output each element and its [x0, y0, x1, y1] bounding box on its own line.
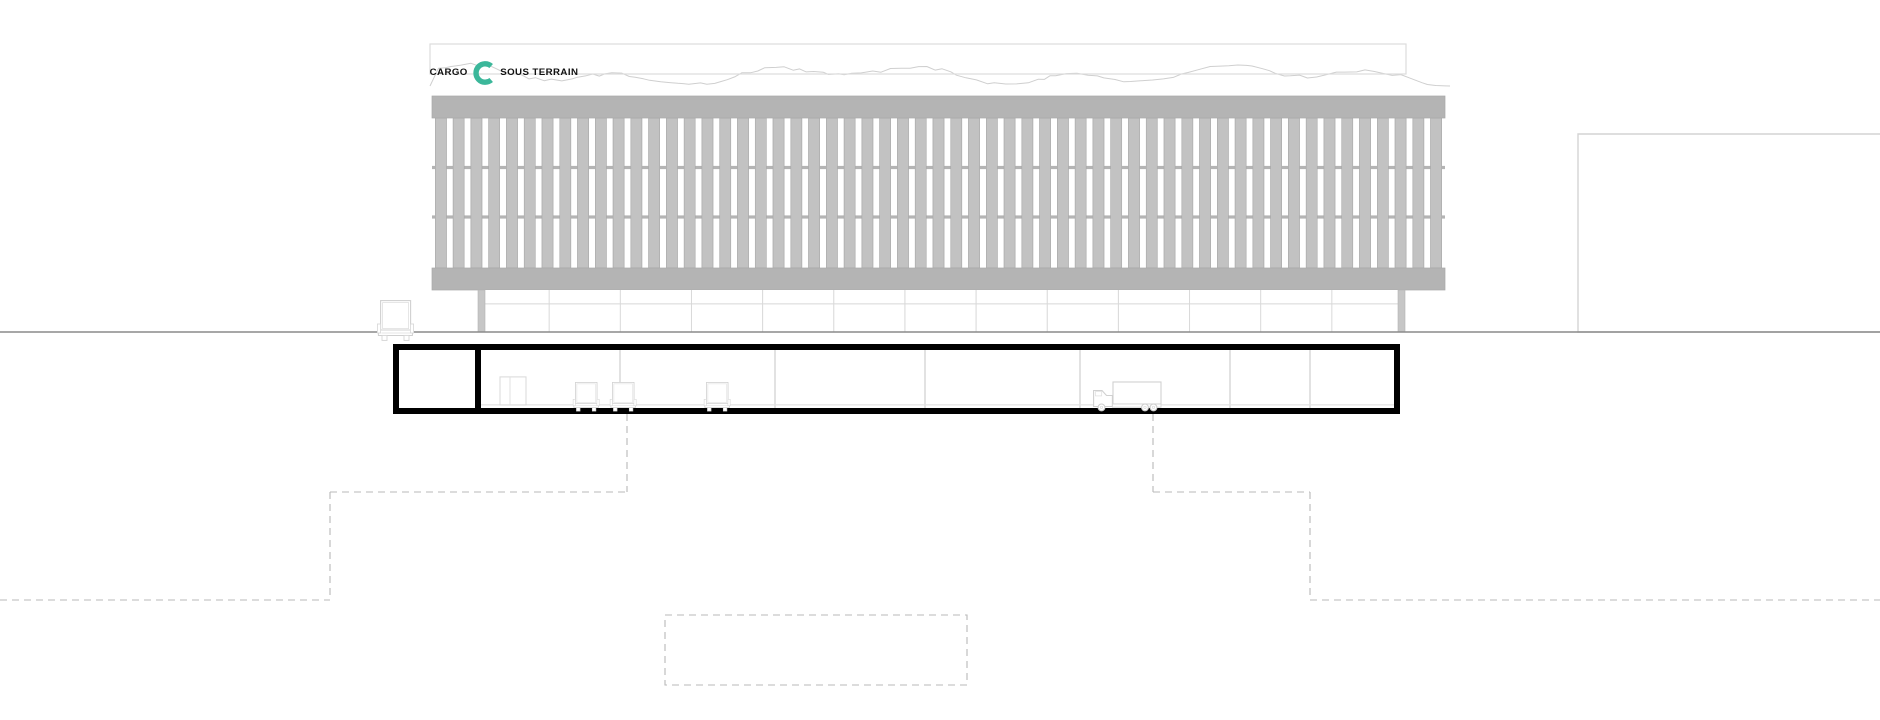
- facade-pier-overlay: [630, 117, 643, 269]
- facade-pier-overlay: [1217, 117, 1229, 269]
- facade-pier-overlay: [683, 117, 696, 269]
- facade-pier-overlay: [506, 117, 518, 269]
- facade-pier-overlay: [577, 117, 589, 269]
- hall-outline: [393, 344, 1400, 414]
- facade-pier-overlay: [1288, 117, 1300, 269]
- facade-pier-overlay: [790, 117, 803, 269]
- facade-pier-overlay: [1341, 117, 1354, 269]
- hall-interior: [393, 344, 1400, 414]
- facade-pier-overlay: [559, 117, 572, 269]
- facade-pier-overlay: [1039, 117, 1051, 269]
- facade-pier-overlay: [932, 117, 945, 269]
- facade-pier-overlay: [1252, 117, 1265, 269]
- facade-pier-overlay: [1234, 117, 1247, 269]
- cargo-sous-terrain-logo[interactable]: CARGO SOUS TERRAIN: [430, 60, 578, 86]
- facade-pier-overlay: [861, 117, 874, 269]
- facade-pier-overlay: [754, 117, 767, 269]
- facade-pier-overlay: [1412, 117, 1425, 269]
- facade-bottom-band: [431, 267, 1446, 291]
- ground-floor-column-right: [1397, 289, 1406, 333]
- facade-pier-overlay: [1430, 117, 1442, 269]
- facade-top-band: [431, 95, 1446, 119]
- truck-front-view-exterior: [376, 300, 415, 341]
- tunnel-profile-dashed: [664, 614, 968, 686]
- ground-floor-glazing: [477, 289, 1406, 333]
- facade-pier-overlay: [452, 117, 465, 269]
- facade-pier-overlay: [986, 117, 998, 269]
- facade-pier-overlay: [1270, 117, 1282, 269]
- truck-front-view-bay-1: [572, 382, 600, 412]
- facade-pier-overlay: [737, 117, 749, 269]
- facade-pier-overlay: [435, 117, 447, 269]
- excavation-profile-dashed: [0, 414, 1880, 686]
- facade-pier-overlay: [914, 117, 927, 269]
- facade-pier-overlay: [808, 117, 820, 269]
- facade-pier-overlay: [1199, 117, 1211, 269]
- facade-pier-overlay: [897, 117, 909, 269]
- facade-pier-overlay: [666, 117, 678, 269]
- truck-front-view-bay-3: [703, 382, 731, 412]
- facade-pier-overlay: [612, 117, 625, 269]
- facade-pier-overlay: [1377, 117, 1389, 269]
- facade-pier-overlay: [701, 117, 714, 269]
- facade-pier-overlay: [950, 117, 963, 269]
- facade-pier-overlay: [1359, 117, 1371, 269]
- facade-pier-overlay: [1074, 117, 1087, 269]
- logo-c-mark-icon: [470, 59, 498, 87]
- tree-canopy-silhouette: [429, 62, 1451, 87]
- facade-pier-overlay: [1021, 117, 1034, 269]
- facade-pier-overlay: [488, 117, 501, 269]
- hall-service-box: [499, 376, 527, 406]
- facade-pier-overlay: [1003, 117, 1016, 269]
- facade-pier-overlay: [1092, 117, 1105, 269]
- logo-word-cargo: CARGO: [429, 67, 468, 79]
- facade-pier-overlay: [1145, 117, 1158, 269]
- ground-floor-column-left: [477, 289, 486, 333]
- logo-word-sous-terrain: SOUS TERRAIN: [500, 67, 579, 79]
- facade-pier-overlay: [1163, 117, 1176, 269]
- facade-pier-overlay: [1057, 117, 1069, 269]
- underground-logistics-hall: [393, 344, 1400, 414]
- canopy-path: [429, 62, 1451, 87]
- facade-pier-overlay: [968, 117, 980, 269]
- facade-pier-overlay: [1181, 117, 1194, 269]
- facade-pier-overlay: [523, 117, 536, 269]
- facade-pier-overlay: [772, 117, 785, 269]
- ground-floor-field: [478, 290, 1403, 332]
- facade-pier-overlay: [470, 117, 483, 269]
- facade-pier-overlay: [648, 117, 660, 269]
- facade-pier-overlay: [879, 117, 891, 269]
- facade-pier-overlay: [1110, 117, 1123, 269]
- truck-front-view-bay-2: [609, 382, 637, 412]
- facade-pier-overlay: [1323, 117, 1336, 269]
- facade-pier-overlay: [826, 117, 838, 269]
- facade-pier-overlay: [1305, 117, 1318, 269]
- facade-pier-overlay: [1394, 117, 1407, 269]
- facade-pier-overlay: [595, 117, 607, 269]
- facade-pier-overlay: [1128, 117, 1140, 269]
- main-facade-elevation: [431, 95, 1446, 291]
- facade-pier-overlay: [843, 117, 856, 269]
- roof-parapet-outline: [429, 43, 1407, 75]
- facade-pier-overlay: [719, 117, 732, 269]
- facade-pier-overlay: [541, 117, 554, 269]
